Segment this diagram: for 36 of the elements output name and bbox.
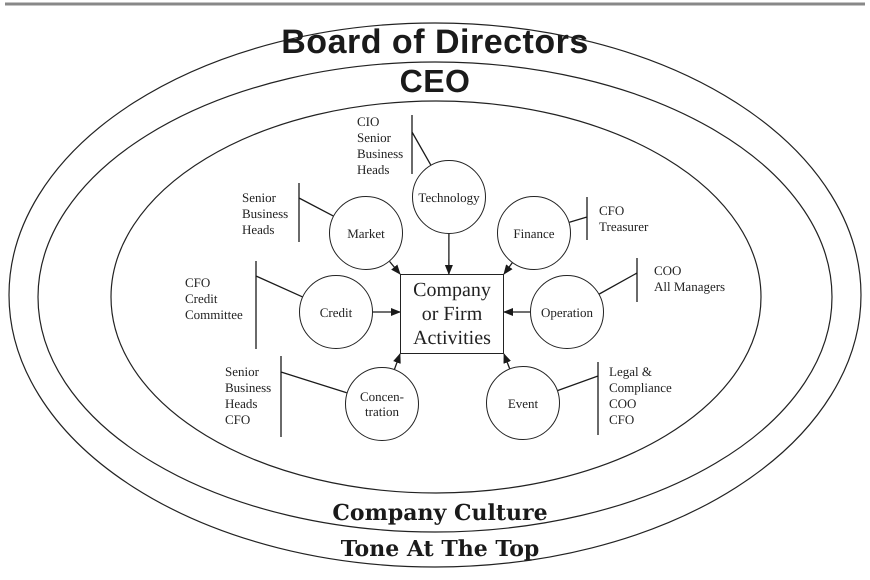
arrow (444, 234, 453, 275)
middle-ellipse (37, 61, 833, 533)
arrow (393, 353, 401, 370)
inner-ellipse (110, 100, 762, 494)
responsibility-list: Senior Business Heads CFO (225, 364, 281, 428)
risk-circle: Event (486, 366, 560, 440)
leader-line (598, 257, 638, 303)
responsibility-list: COO All Managers (637, 263, 734, 295)
ellipse-footer: Tone At The Top (270, 535, 610, 563)
arrow (503, 262, 513, 275)
arrow (373, 308, 401, 316)
responsibility-list: CFO Treasurer (587, 203, 659, 235)
arrow (503, 353, 511, 369)
responsibility-list: Senior Business Heads (242, 190, 299, 238)
risk-circle: Operation (530, 275, 604, 349)
ellipse-heading: Board of Directors (280, 22, 590, 62)
risk-circle: Credit (299, 275, 373, 349)
outer-ellipse (8, 22, 862, 568)
risk-circle: Technology (412, 160, 486, 234)
leader-line (280, 355, 348, 438)
ellipse-heading: CEO (398, 63, 472, 99)
arrow (389, 261, 401, 275)
responsibility-list: CIO Senior Business Heads (357, 114, 412, 178)
leader-line (255, 260, 303, 350)
responsibility-list: CFO Credit Committee (185, 275, 256, 323)
arrow (503, 308, 530, 316)
responsibility-list: Legal & Compliance COO CFO (598, 364, 680, 428)
ellipse-footer: Company Culture (270, 499, 610, 527)
leader-line (411, 114, 432, 175)
leader-line (298, 182, 334, 243)
risk-circle: Market (329, 196, 403, 270)
activity-box: Company or Firm Activities (400, 274, 504, 354)
risk-circle: Concen- tration (345, 367, 419, 441)
risk-circle: Finance (497, 196, 571, 270)
leader-line (568, 196, 588, 241)
leader-line (557, 361, 599, 436)
